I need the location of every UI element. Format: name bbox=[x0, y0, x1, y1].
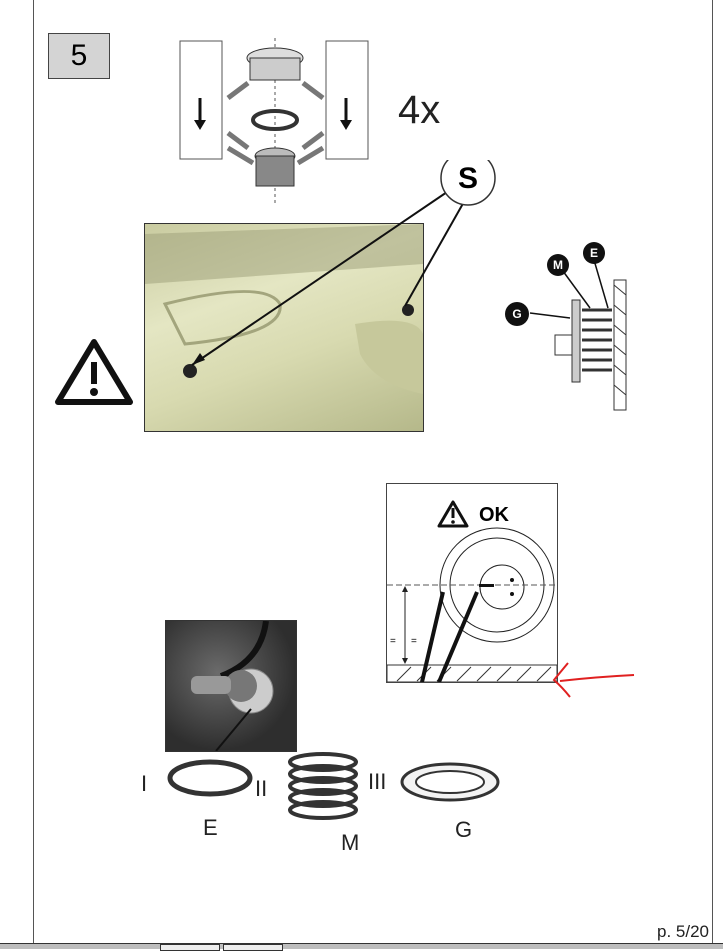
bumper-photo bbox=[144, 223, 424, 432]
part-label-roman-3: III bbox=[368, 769, 387, 794]
part-label-g: G bbox=[455, 817, 473, 842]
ok-alignment-panel: OK = = bbox=[386, 483, 558, 683]
document-page bbox=[33, 0, 713, 943]
mounted-sensor-photo bbox=[165, 620, 297, 752]
equal-mark-left: = bbox=[390, 636, 396, 647]
callout-e: E bbox=[583, 242, 605, 264]
ok-label: OK bbox=[479, 504, 509, 526]
part-label-roman-1: I bbox=[141, 771, 148, 796]
part-label-m: M bbox=[341, 830, 360, 855]
sensor-pointer-lines bbox=[191, 160, 496, 366]
part-label-e: E bbox=[203, 815, 218, 840]
page-number: p. 5/20 bbox=[657, 922, 709, 941]
equal-mark-right: = bbox=[411, 636, 417, 647]
sensor-section-diagram bbox=[529, 259, 627, 411]
red-annotation-arrow bbox=[552, 662, 635, 698]
sensor-callout-s: S bbox=[457, 162, 478, 195]
quantity-label: 4x bbox=[398, 88, 441, 132]
part-label-roman-2: II bbox=[255, 776, 268, 801]
assembly-exploded-diagram bbox=[179, 38, 369, 203]
viewer-bottom-bar bbox=[0, 943, 723, 951]
parts-illustrations bbox=[167, 752, 500, 820]
callout-g: G bbox=[505, 302, 529, 326]
warning-icon bbox=[55, 339, 133, 405]
step-number-box: 5 bbox=[48, 33, 110, 79]
callout-m: M bbox=[547, 254, 569, 276]
